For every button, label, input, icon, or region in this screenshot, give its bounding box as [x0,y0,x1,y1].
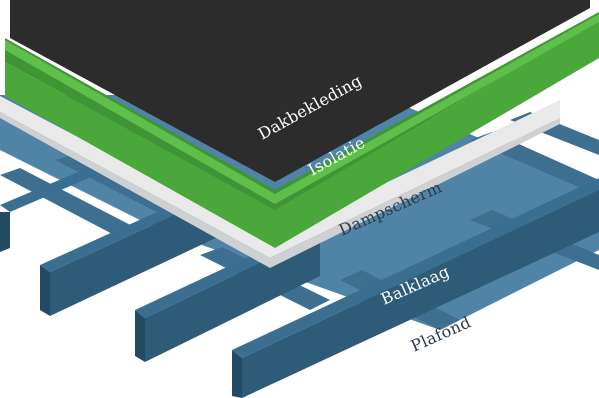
insulation-front [5,20,599,248]
insulation-layer [5,12,599,248]
roofing-surface [10,0,590,182]
beam [232,178,599,398]
insulation-highlight [5,14,599,204]
